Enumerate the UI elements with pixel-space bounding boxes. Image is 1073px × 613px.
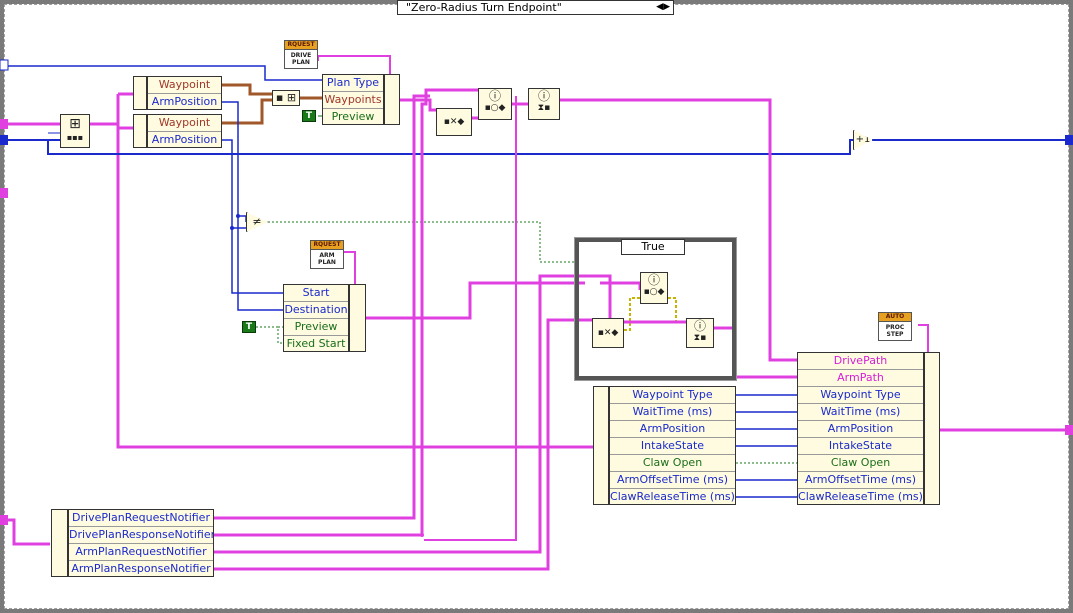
field-plan-type: Plan Type [323, 75, 383, 92]
waypoint-unbundle-2[interactable]: Waypoint ArmPosition [147, 114, 222, 148]
field-claw-release-time: ClawReleaseTime (ms) [610, 489, 735, 506]
case-selector-arrows[interactable]: ◀▶ [656, 1, 670, 14]
wire-waypoint-2 [222, 100, 272, 123]
array-icon: ▪▪▪ [61, 133, 89, 142]
field-arm-plan-request-notifier: ArmPlanRequestNotifier [69, 544, 213, 561]
field-preview: Preview [323, 109, 383, 126]
unbundle-2-bar [133, 114, 147, 148]
send-notification-icon: ▪✕◆ [598, 328, 619, 338]
request-label: DRIVE PLAN [285, 50, 317, 68]
case-selector[interactable]: "Zero-Radius Turn Endpoint" ◀▶ [397, 0, 674, 15]
auto-proc-step-vi[interactable]: AUTO PROC STEP [878, 312, 912, 341]
field-arm-offset-time: ArmOffsetTime (ms) [610, 472, 735, 489]
field-arm-plan-response-notifier: ArmPlanResponseNotifier [69, 561, 213, 578]
error-icon: ⓘ [641, 273, 667, 287]
field-claw-release-time: ClawReleaseTime (ms) [798, 489, 923, 506]
unbundle-1-bar [133, 76, 147, 110]
proc-step-label: PROC STEP [879, 322, 911, 340]
field-start: Start [284, 285, 348, 302]
field-wait-time: WaitTime (ms) [798, 404, 923, 421]
field-waypoint: Waypoint [148, 77, 221, 94]
error-icon: ⓘ [479, 89, 511, 103]
request-label: ARM PLAN [311, 250, 343, 268]
wire-waypoint-1 [222, 85, 272, 94]
field-arm-offset-time: ArmOffsetTime (ms) [798, 472, 923, 489]
drive-plan-bundle-bar [384, 74, 400, 125]
drive-plan-bundle[interactable]: Plan Type Waypoints Preview [322, 74, 384, 125]
cluster-icon: ⊞ [61, 115, 89, 133]
output-bundle[interactable]: DrivePath ArmPath Waypoint Type WaitTime… [797, 352, 924, 505]
field-fixed-start: Fixed Start [284, 336, 348, 353]
build-array-icon: ▪ ⊞ [276, 91, 296, 104]
arm-plan-bundle[interactable]: Start Destination Preview Fixed Start [283, 284, 349, 352]
field-intake-state: IntakeState [610, 438, 735, 455]
inner-wait-node[interactable]: ⓘ ▪○◆ [640, 272, 668, 304]
preview-true-constant[interactable]: T [302, 110, 316, 122]
wire-arm-dest [222, 102, 283, 310]
wait-on-notification-icon: ▪○◆ [641, 287, 667, 297]
send-notification-node[interactable]: ▪✕◆ [436, 108, 472, 136]
field-waypoint: Waypoint [148, 115, 221, 132]
field-arm-position: ArmPosition [148, 132, 221, 149]
waypoint-unbundle-1[interactable]: Waypoint ArmPosition [147, 76, 222, 110]
wait-on-notification-node[interactable]: ⓘ ▪○◆ [478, 88, 512, 120]
field-preview: Preview [284, 319, 348, 336]
arm-plan-bundle-bar [349, 284, 366, 352]
field-arm-position: ArmPosition [798, 421, 923, 438]
field-drive-path: DrivePath [798, 353, 923, 370]
arm-preview-true-constant[interactable]: T [242, 321, 256, 333]
unbundle-by-name-node[interactable]: ⊞ ▪▪▪ [60, 114, 90, 148]
field-waypoint-type: Waypoint Type [798, 387, 923, 404]
wire-drive-plan [400, 100, 436, 110]
wait-on-notification-icon: ▪○◆ [479, 103, 511, 113]
wire-notifiers-in [8, 520, 50, 544]
auto-header: AUTO [879, 313, 911, 322]
hourglass-icon: ⧗▪ [529, 103, 559, 113]
inner-send-node[interactable]: ▪✕◆ [592, 318, 624, 348]
merge-errors-node[interactable]: ⓘ ⧗▪ [528, 88, 560, 120]
notifiers-unbundle-bar [51, 509, 68, 577]
wire-step-fields [736, 395, 800, 497]
request-header: RQUEST [285, 41, 317, 50]
output-bundle-bar [924, 352, 940, 505]
request-header: RQUEST [311, 241, 343, 250]
field-drive-plan-request-notifier: DrivePlanRequestNotifier [69, 510, 213, 527]
wire-arm-resp-notifier [214, 320, 585, 569]
field-wait-time: WaitTime (ms) [610, 404, 735, 421]
field-intake-state: IntakeState [798, 438, 923, 455]
field-arm-path: ArmPath [798, 370, 923, 387]
error-icon: ⓘ [687, 319, 713, 333]
inner-merge-node[interactable]: ⓘ ⧗▪ [686, 318, 714, 348]
field-claw-open: Claw Open [798, 455, 923, 472]
step-unbundle-bar [593, 386, 609, 505]
notifiers-unbundle[interactable]: DrivePlanRequestNotifier DrivePlanRespon… [68, 509, 214, 577]
inner-case-selector[interactable]: True [621, 239, 685, 255]
field-claw-open: Claw Open [610, 455, 735, 472]
step-unbundle[interactable]: Waypoint Type WaitTime (ms) ArmPosition … [609, 386, 736, 505]
build-array-node[interactable]: ▪ ⊞ [272, 90, 300, 106]
hourglass-icon: ⧗▪ [687, 333, 713, 343]
wire-arm-plan [366, 283, 585, 318]
field-arm-position: ArmPosition [610, 421, 735, 438]
case-selector-value: "Zero-Radius Turn Endpoint" [406, 1, 562, 14]
field-drive-plan-response-notifier: DrivePlanResponseNotifier [69, 527, 213, 544]
inner-case-value: True [641, 240, 664, 253]
field-waypoint-type: Waypoint Type [610, 387, 735, 404]
field-destination: Destination [284, 302, 348, 319]
drive-plan-request-vi[interactable]: RQUEST DRIVE PLAN [284, 40, 318, 69]
arm-plan-request-vi[interactable]: RQUEST ARM PLAN [310, 240, 344, 269]
error-icon: ⓘ [529, 89, 559, 103]
field-waypoints: Waypoints [323, 92, 383, 109]
inner-case-structure[interactable] [575, 238, 736, 380]
send-notification-icon: ▪✕◆ [444, 117, 465, 127]
field-arm-position: ArmPosition [148, 94, 221, 111]
